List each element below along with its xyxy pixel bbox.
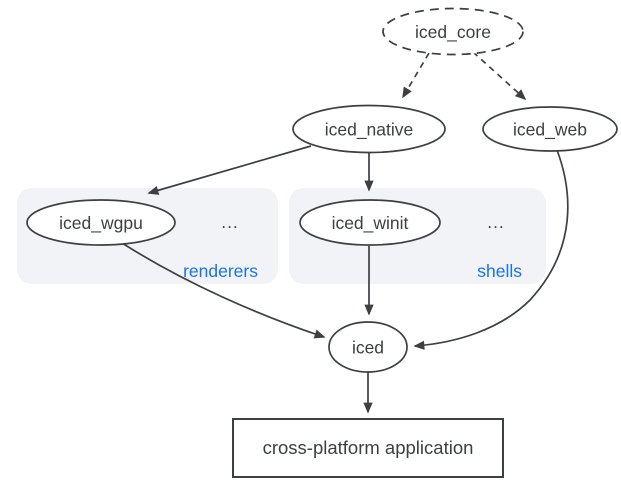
- shells-ellipsis: ...: [487, 212, 505, 232]
- edge-wgpu-to-iced: [121, 242, 326, 339]
- iced-wgpu-label: iced_wgpu: [59, 213, 143, 234]
- edge-core-to-web: [472, 51, 527, 101]
- renderers-ellipsis: ...: [221, 212, 239, 232]
- iced-core-outline: [382, 7, 524, 56]
- iced-native-label: iced_native: [325, 120, 414, 141]
- node-iced-winit: iced_winit: [299, 199, 441, 246]
- cross-platform-application-outline: [232, 418, 504, 478]
- edge-native-to-wgpu: [147, 145, 312, 195]
- node-cross-platform-application: cross-platform application: [232, 418, 504, 478]
- iced-native-outline: [292, 104, 446, 154]
- edge-web-to-iced: [413, 149, 569, 350]
- renderers-group-label: renderers: [183, 261, 258, 281]
- iced-label: iced: [352, 338, 384, 358]
- iced-core-label: iced_core: [415, 22, 491, 43]
- iced-outline: [328, 321, 408, 373]
- iced-winit-outline: [299, 199, 441, 246]
- node-iced-wgpu: iced_wgpu: [26, 199, 176, 246]
- iced-winit-label: iced_winit: [332, 213, 409, 234]
- iced-wgpu-outline: [26, 199, 176, 246]
- shells-group-label: shells: [477, 261, 522, 281]
- iced-web-label: iced_web: [513, 120, 587, 141]
- iced-web-outline: [482, 106, 618, 152]
- node-iced-web: iced_web: [482, 106, 618, 152]
- node-iced: iced: [328, 321, 408, 373]
- cross-platform-application-label: cross-platform application: [263, 437, 474, 458]
- edge-core-to-native: [402, 52, 430, 99]
- node-iced-native: iced_native: [292, 104, 446, 154]
- node-iced-core: iced_core: [382, 7, 524, 56]
